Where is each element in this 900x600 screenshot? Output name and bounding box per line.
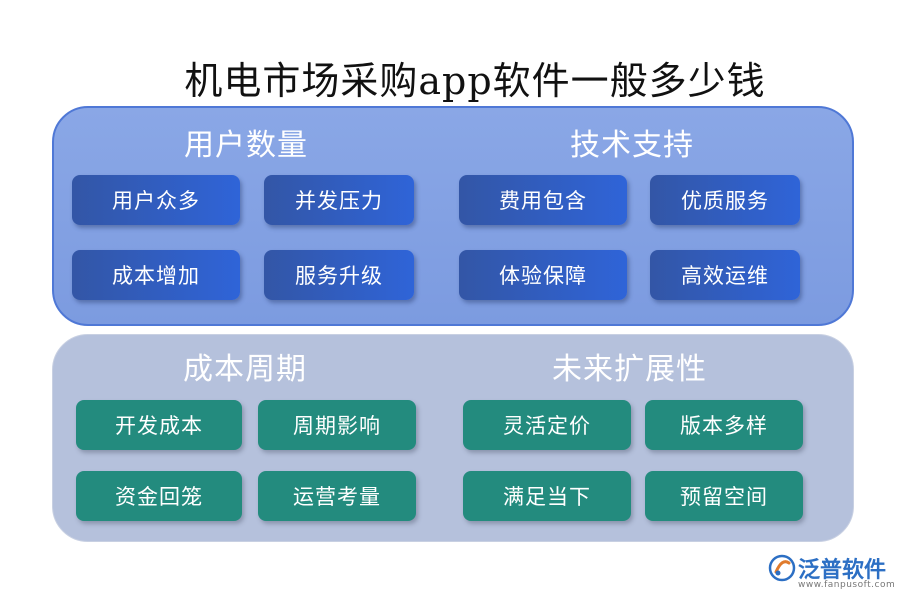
heading-cost-cycle: 成本周期 [183,352,307,387]
heading-tech-support: 技术支持 [570,128,694,163]
box-future-scale-3: 满足当下 [463,471,631,521]
brand-logo-icon [768,554,796,582]
heading-user-count: 用户数量 [184,128,308,163]
box-tech-support-2: 优质服务 [650,175,800,225]
box-user-count-4: 服务升级 [264,250,414,300]
box-cost-cycle-1: 开发成本 [76,400,242,450]
page-title: 机电市场采购app软件一般多少钱 [184,59,766,103]
brand-url: www.fanpusoft.com [798,580,896,590]
brand-name: 泛普软件 [798,558,887,583]
box-tech-support-1: 费用包含 [459,175,627,225]
box-tech-support-3: 体验保障 [459,250,627,300]
box-cost-cycle-2: 周期影响 [258,400,416,450]
box-future-scale-1: 灵活定价 [463,400,631,450]
box-user-count-1: 用户众多 [72,175,240,225]
box-tech-support-4: 高效运维 [650,250,800,300]
box-future-scale-2: 版本多样 [645,400,803,450]
box-user-count-2: 并发压力 [264,175,414,225]
box-future-scale-4: 预留空间 [645,471,803,521]
box-cost-cycle-4: 运营考量 [258,471,416,521]
brand-logo: 泛普软件 www.fanpusoft.com [768,552,896,596]
box-cost-cycle-3: 资金回笼 [76,471,242,521]
box-user-count-3: 成本增加 [72,250,240,300]
heading-future-scale: 未来扩展性 [552,352,707,387]
